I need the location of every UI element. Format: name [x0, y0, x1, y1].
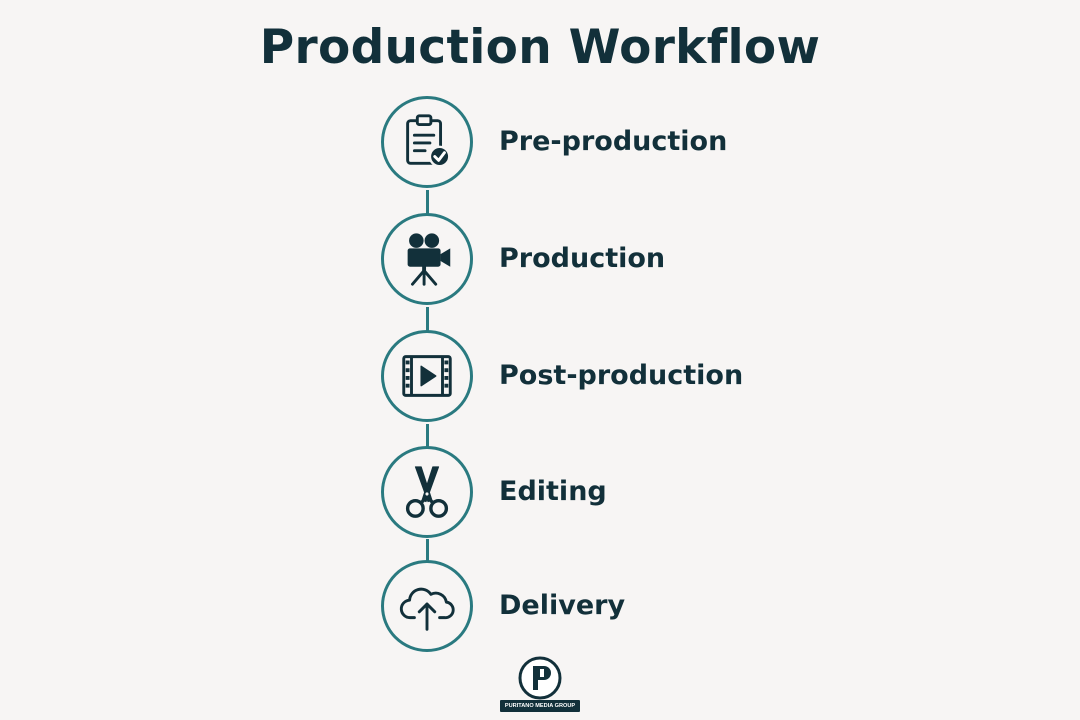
step-circle [381, 560, 473, 652]
company-logo: PURITANO MEDIA GROUP [500, 656, 580, 712]
movie-camera-icon [407, 233, 451, 286]
connector-line [426, 307, 429, 335]
step-label: Delivery [499, 590, 626, 621]
logo-wordmark: PURITANO MEDIA GROUP [500, 700, 580, 712]
step-label: Pre-production [499, 126, 728, 157]
film-play-icon [402, 355, 452, 397]
connector-line [426, 539, 429, 565]
workflow-step-production: Production [381, 213, 981, 305]
workflow-step-editing: Editing [381, 446, 981, 538]
clipboard-check-icon [406, 114, 451, 168]
workflow-step-delivery: Delivery [381, 560, 981, 652]
step-circle [381, 330, 473, 422]
connector-line [426, 190, 429, 218]
step-label: Editing [499, 476, 607, 507]
step-label: Post-production [499, 360, 744, 391]
scissors-icon [405, 466, 449, 518]
step-circle [381, 213, 473, 305]
step-circle [381, 96, 473, 188]
diagram-title: Production Workflow [259, 20, 821, 75]
workflow-step-pre-production: Pre-production [381, 96, 981, 188]
connector-line [426, 424, 429, 450]
logo-mark-icon [518, 656, 562, 700]
workflow-step-post-production: Post-production [381, 330, 981, 422]
step-circle [381, 446, 473, 538]
step-label: Production [499, 243, 666, 274]
cloud-upload-icon [399, 587, 455, 631]
